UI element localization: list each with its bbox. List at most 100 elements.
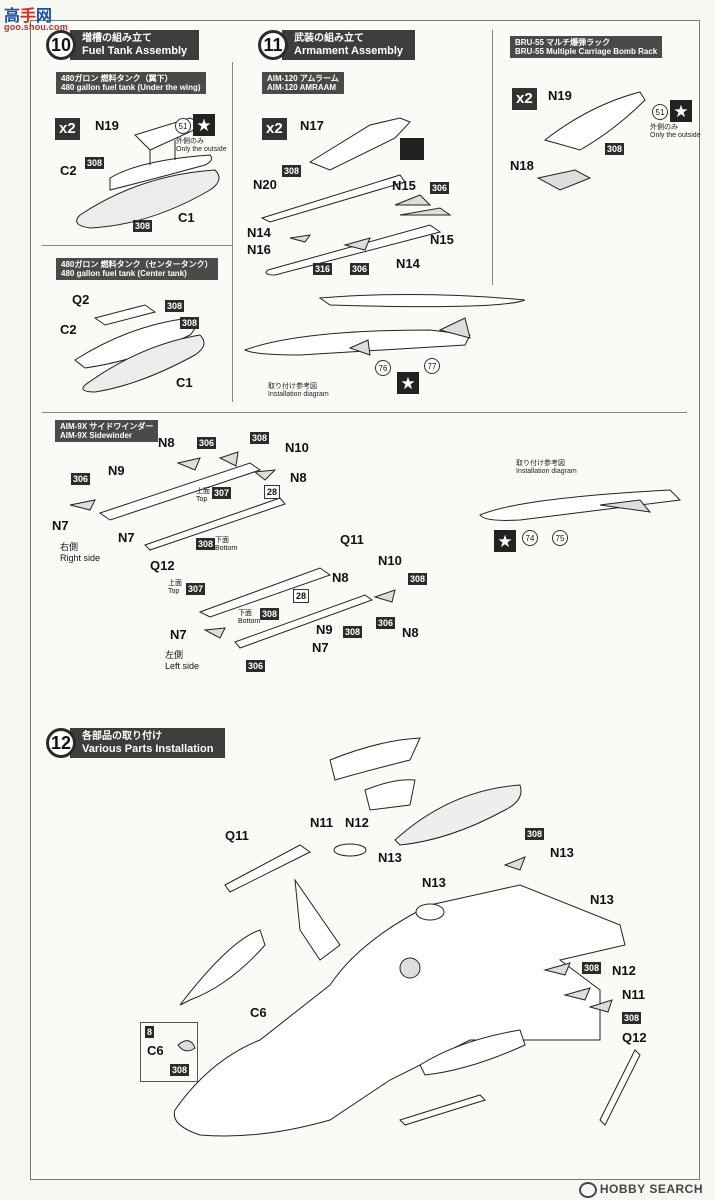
paint-code: 306 [71,473,91,485]
subsection-tag: 480ガロン 燃料タンク（センタータンク）480 gallon fuel tan… [56,258,218,280]
paint-code: 307 [186,583,206,595]
part-label: C2 [60,322,77,337]
paint-code: 306 [376,617,396,629]
part-label: N13 [422,875,446,890]
step-number: 12 [46,728,76,758]
color-code: 28 [293,589,310,603]
decal-icon [400,138,424,160]
part-label: C6 [250,1005,267,1020]
paint-code: 308 [622,1012,642,1024]
brand-icon [578,1182,597,1198]
color-code: 51 [175,118,191,134]
part-label: N8 [158,435,175,450]
site-logo: 高手网 [4,6,53,25]
part-label: N12 [345,815,369,830]
paint-code: 316 [313,263,333,275]
color-code: 76 [375,360,391,376]
part-label: N13 [378,850,402,865]
part-label: N19 [95,118,119,133]
step-title-en: Various Parts Installation [82,743,214,755]
subsection-tag: 480ガロン 燃料タンク（翼下）480 gallon fuel tank (Un… [56,72,206,94]
part-label: N10 [378,553,402,568]
paint-code: 307 [212,487,232,499]
divider [492,30,493,285]
part-label: N11 [310,815,334,830]
step-number: 11 [258,30,288,60]
part-label: N7 [52,518,69,533]
divider [42,412,687,413]
paint-code: 308 [196,538,216,550]
part-label: N13 [590,892,614,907]
color-code: 51 [652,104,668,120]
paint-code: 308 [170,1064,190,1076]
paint-code: 308 [165,300,185,312]
part-label: Q11 [340,532,364,547]
part-label: C1 [176,375,193,390]
part-label: Q2 [72,292,90,307]
color-code: 28 [264,485,281,499]
step-title-en: Fuel Tank Assembly [82,45,188,57]
paint-code: 306 [246,660,266,672]
part-label: N8 [332,570,349,585]
site-url: goo.shou.com [4,22,68,32]
part-label: N15 [430,232,454,247]
part-label: N17 [300,118,324,133]
step-title-jp: 増槽の組み立て [82,33,152,44]
quantity-badge: x2 [55,118,80,140]
paint-code: 308 [133,220,153,232]
part-label: N7 [118,530,135,545]
paint-code: 308 [180,317,200,329]
paint-code: 308 [260,608,280,620]
part-label: N10 [285,440,309,455]
sub-step-number: 8 [145,1026,155,1038]
star-icon: ★ [397,372,419,394]
paint-code: 306 [430,182,450,194]
step-title-en: Armament Assembly [294,45,404,57]
color-code: 77 [424,358,440,374]
part-label: Q12 [622,1030,647,1045]
part-label: N15 [392,178,416,193]
step-title-jp: 各部品の取り付け [82,731,162,742]
part-label: C1 [178,210,195,225]
step-title-jp: 武装の組み立て [294,33,364,44]
part-label: N16 [247,242,271,257]
star-icon: ★ [193,114,215,136]
paint-code: 308 [85,157,105,169]
paint-code: 308 [582,962,602,974]
part-label: N11 [622,987,646,1002]
part-label: N9 [108,463,125,478]
divider [42,245,232,246]
part-label: C2 [60,163,77,178]
color-code: 75 [552,530,568,546]
part-label: N7 [312,640,329,655]
quantity-badge: x2 [262,118,287,140]
part-label: Q12 [150,558,175,573]
quantity-badge: x2 [512,88,537,110]
part-label: N8 [290,470,307,485]
paint-code: 308 [408,573,428,585]
star-icon: ★ [670,100,692,122]
part-label: N12 [612,963,636,978]
paint-code: 308 [250,432,270,444]
step-number: 10 [46,30,76,60]
part-label: C6 [147,1043,164,1058]
footer-brand: HOBBY SEARCH [578,1182,703,1198]
color-code: 74 [522,530,538,546]
part-label: N20 [253,177,277,192]
